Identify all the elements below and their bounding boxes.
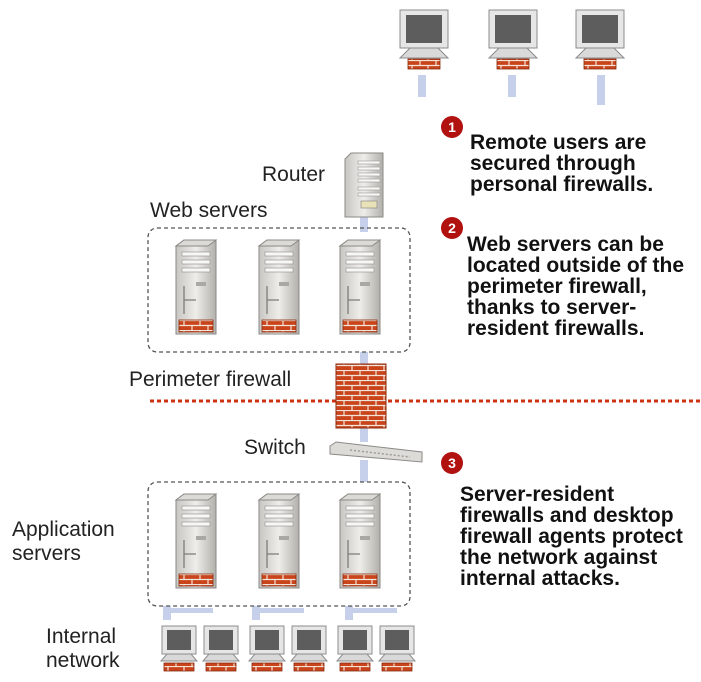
application-server-2 — [258, 493, 300, 589]
note-3-text: Server-resident firewalls and desktop fi… — [460, 483, 683, 590]
internal-pc-5 — [336, 625, 374, 672]
remote-user-pc-2 — [488, 9, 538, 70]
note-2-badge: 2 — [441, 217, 463, 239]
application-server-1 — [175, 493, 217, 589]
internal-pc-1 — [160, 625, 198, 672]
switch-icon — [329, 441, 423, 463]
application-server-3 — [339, 493, 381, 589]
internal-pc-2 — [202, 625, 240, 672]
brick-wall-icon — [335, 363, 387, 429]
remote-user-pc-3 — [575, 9, 625, 70]
router-label: Router — [262, 163, 326, 186]
switch-label: Switch — [244, 436, 306, 459]
web-server-2 — [258, 239, 300, 335]
web-servers-group — [147, 227, 411, 353]
application-servers-group — [147, 481, 411, 607]
connector-lines — [163, 75, 605, 620]
remote-user-pc-1 — [399, 9, 449, 70]
application-servers-label: Application servers — [12, 518, 115, 565]
internal-pc-6 — [378, 625, 416, 672]
router-icon — [344, 152, 384, 218]
web-servers-label: Web servers — [150, 199, 268, 222]
web-server-1 — [175, 239, 217, 335]
internal-pc-4 — [290, 625, 328, 672]
internal-pc-3 — [248, 625, 286, 672]
note-2-text: Web servers can be located outside of th… — [467, 233, 685, 340]
note-3-badge: 3 — [441, 452, 463, 474]
web-server-3 — [339, 239, 381, 335]
note-1-badge: 1 — [441, 116, 463, 138]
internal-network-label: Internal network — [46, 625, 120, 672]
perimeter-firewall-label: Perimeter firewall — [129, 368, 292, 391]
note-1-text: Remote users are secured through persona… — [470, 131, 654, 196]
